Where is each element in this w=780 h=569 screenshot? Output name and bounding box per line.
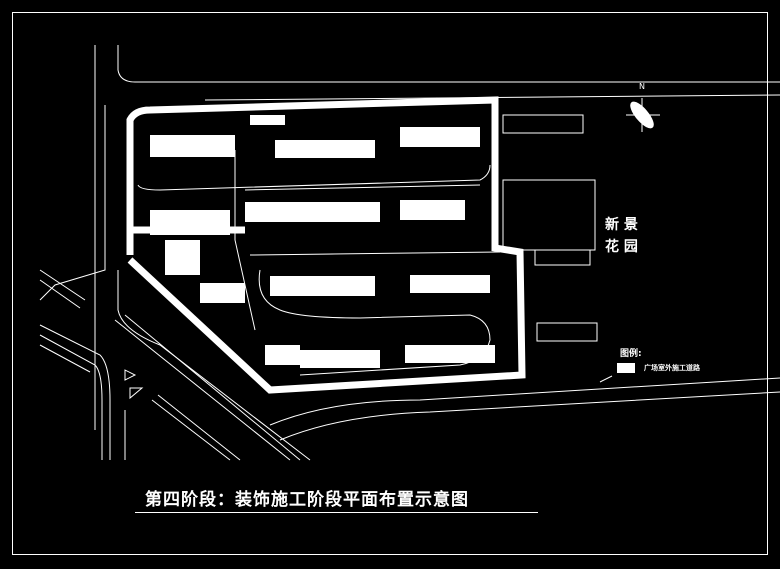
roads: [39, 45, 780, 461]
drawing-title: 第四阶段：装饰施工阶段平面布置示意图: [145, 490, 469, 510]
legend-heading: 图例:: [620, 349, 642, 359]
title-underline: [135, 512, 538, 513]
legend-item-label: 广场室外施工道路: [644, 364, 700, 372]
north-label: N: [639, 82, 645, 91]
legend-leader: [599, 375, 613, 383]
north-arrow-icon: [626, 98, 660, 132]
drawing-frame: [12, 12, 768, 555]
legend-swatch: [617, 363, 635, 373]
buildings: [150, 115, 495, 368]
neighbor-buildings: [502, 114, 598, 342]
neighbor-label-line1: 新 景: [605, 217, 638, 233]
neighbor-label-line2: 花 园: [605, 239, 638, 255]
